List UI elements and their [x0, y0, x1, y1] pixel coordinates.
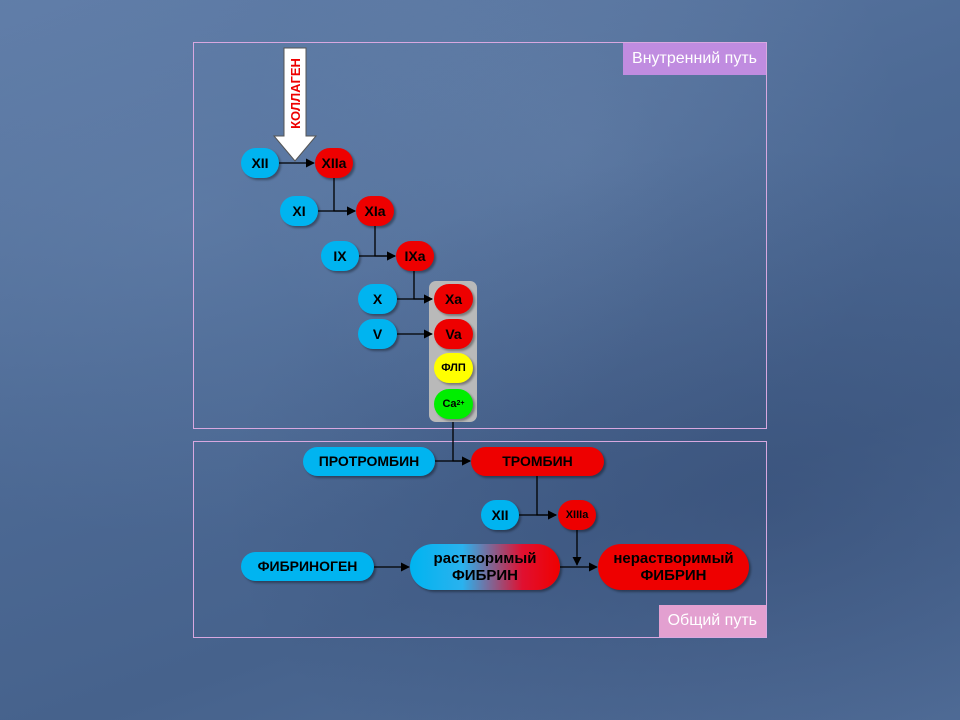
insoluble-fibrin-line1: нерастворимый: [613, 549, 734, 567]
insoluble-fibrin-node: нерастворимый ФИБРИН: [598, 544, 749, 590]
calcium-charge: 2+: [456, 399, 465, 407]
soluble-fibrin-node: растворимый ФИБРИН: [410, 544, 560, 590]
factor-ix: IX: [321, 241, 359, 271]
factor-ixa: IXa: [396, 241, 434, 271]
prothrombin-node: ПРОТРОМБИН: [303, 447, 435, 476]
intrinsic-pathway-label: Внутренний путь: [623, 43, 766, 75]
fibrinogen-node: ФИБРИНОГЕН: [241, 552, 374, 581]
thrombin-node: ТРОМБИН: [471, 447, 604, 476]
arrow-ixa-xa: [413, 271, 433, 304]
arrow-thrombin-xiiia: [536, 476, 557, 520]
factor-xa: Xa: [434, 284, 473, 314]
factor-x: X: [358, 284, 397, 314]
arrow-xiia-xia: [333, 178, 356, 216]
factor-xiia: XIIa: [315, 148, 353, 178]
factor-va: Va: [434, 319, 473, 349]
collagen-arrow-icon: [272, 47, 318, 162]
calcium-symbol: Ca: [442, 397, 457, 410]
phospholipid-node: ФЛП: [434, 353, 473, 383]
arrow-xia-ixa: [374, 226, 396, 261]
factor-xiii: XII: [481, 500, 519, 530]
factor-xi: XI: [280, 196, 318, 226]
common-pathway-label: Общий путь: [658, 605, 766, 637]
collagen-label: КОЛЛАГЕН: [287, 57, 303, 129]
soluble-fibrin-line1: растворимый: [433, 549, 537, 567]
factor-xii: XII: [241, 148, 279, 178]
factor-v: V: [358, 319, 397, 349]
insoluble-fibrin-line2: ФИБРИН: [640, 567, 707, 584]
common-pathway-panel: Общий путь: [193, 441, 767, 638]
soluble-fibrin-line2: ФИБРИН: [452, 567, 518, 584]
arrow-complex-thrombin: [452, 422, 471, 466]
intrinsic-pathway-panel: Внутренний путь: [193, 42, 767, 429]
factor-xia: XIa: [356, 196, 394, 226]
factor-xiiia: XIIIa: [558, 500, 596, 530]
